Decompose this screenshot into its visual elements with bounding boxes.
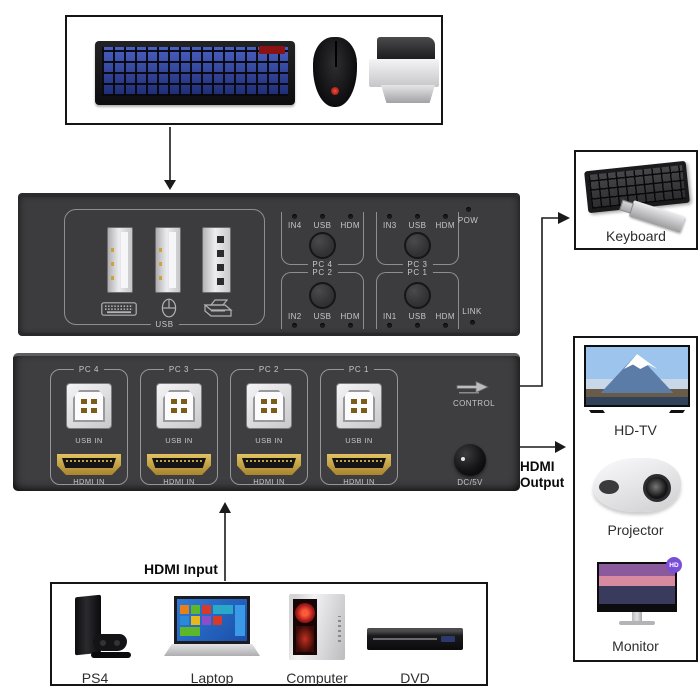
hdmi-port-pc3 bbox=[147, 454, 211, 475]
usb-b-port-pc3 bbox=[156, 383, 202, 429]
monitor-image: HD bbox=[597, 557, 682, 632]
projector-image bbox=[593, 458, 681, 512]
channel-pc2: PC 2 USB IN HDMI IN bbox=[230, 365, 308, 486]
arrow-hdmi-input bbox=[219, 502, 231, 581]
usb-a-port-keyboard bbox=[107, 227, 133, 293]
projector-lens bbox=[643, 474, 671, 502]
usb-console-section: USB bbox=[64, 209, 265, 329]
led-hdmi4 bbox=[347, 214, 353, 219]
kvm-switch-front-panel: PC 4 USB IN HDMI IN PC 3 USB IN HDMI IN … bbox=[13, 353, 520, 491]
laptop-image bbox=[164, 594, 260, 666]
usb-a-port-mouse bbox=[155, 227, 181, 293]
computer-label: Computer bbox=[286, 670, 348, 686]
dvd-label: DVD bbox=[400, 670, 430, 686]
select-button-pc3 bbox=[404, 232, 431, 259]
peripherals-box bbox=[65, 15, 443, 125]
led-usb3 bbox=[415, 214, 420, 219]
channel-pc1: PC 1 USB IN HDMI IN bbox=[320, 365, 398, 486]
source-box: PS4 Laptop Computer bbox=[50, 582, 488, 686]
pc1-label: PC 1 bbox=[402, 268, 433, 277]
usb-section-label: USB bbox=[150, 320, 179, 329]
led-in4 bbox=[292, 214, 298, 219]
usb-b-port-pc2 bbox=[246, 383, 292, 429]
keyboard-keys bbox=[102, 47, 288, 96]
select-button-pc4 bbox=[309, 232, 336, 259]
hdtv-label: HD-TV bbox=[614, 422, 657, 438]
panel-group-pc3: IN3 USB HDM PC 3 bbox=[376, 212, 459, 269]
keyboard-box: Keyboard bbox=[574, 150, 698, 250]
computer-item: Computer bbox=[275, 594, 359, 686]
hd-badge: HD bbox=[666, 557, 682, 573]
link-indicator: LINK bbox=[453, 307, 491, 325]
printer-icon bbox=[203, 299, 233, 317]
arrow-switch-to-keyboard-box bbox=[519, 212, 570, 387]
led-in2 bbox=[292, 323, 298, 328]
laptop-item: Laptop bbox=[164, 594, 260, 686]
pc3-label: PC 3 bbox=[402, 260, 433, 269]
ps4-item: PS4 bbox=[55, 594, 135, 686]
led-in1 bbox=[387, 323, 393, 328]
link-led bbox=[469, 320, 475, 325]
control-port: CONTROL bbox=[453, 380, 495, 408]
pc2-label: PC 2 bbox=[307, 268, 338, 277]
projector-label: Projector bbox=[607, 522, 664, 538]
dc-power-jack bbox=[454, 444, 486, 476]
power-led bbox=[465, 207, 471, 212]
monitor-label: Monitor bbox=[612, 638, 659, 654]
keyboard-icon bbox=[101, 302, 137, 316]
dc-label: DC/5V bbox=[457, 478, 483, 487]
dvd-item: DVD bbox=[367, 594, 463, 686]
usb-b-port-pc4 bbox=[66, 383, 112, 429]
hdmi-port-pc2 bbox=[237, 454, 301, 475]
mouse-icon bbox=[161, 298, 177, 318]
led-hdmi3 bbox=[442, 214, 448, 219]
channel-pc3: PC 3 USB IN HDMI IN bbox=[140, 365, 218, 486]
arrow-hdmi-output bbox=[519, 441, 566, 453]
control-arrow-icon bbox=[456, 380, 489, 394]
arrow-peripherals-to-switch bbox=[164, 127, 176, 190]
usb-port-printer bbox=[202, 227, 231, 293]
panel-group-pc1: PC 1 IN1 USB HDM bbox=[376, 268, 459, 329]
ps4-label: PS4 bbox=[81, 670, 109, 686]
dvd-player-image bbox=[367, 594, 463, 666]
ps4-image bbox=[55, 594, 135, 666]
power-indicator: POW bbox=[449, 207, 487, 225]
panel-group-pc2: PC 2 IN2 USB HDM bbox=[281, 268, 364, 329]
computer-image bbox=[275, 594, 359, 666]
panel-group-pc4: IN4 USB HDM PC 4 bbox=[281, 212, 364, 269]
hdmi-input-label: HDMI Input bbox=[144, 561, 218, 577]
display-box: HD-TV Projector HD Monitor bbox=[573, 336, 698, 662]
hdmi-port-pc4 bbox=[57, 454, 121, 475]
led-hdmi1 bbox=[442, 323, 448, 328]
led-usb1 bbox=[415, 323, 420, 328]
keyboard-box-label: Keyboard bbox=[606, 228, 666, 244]
led-usb4 bbox=[320, 214, 325, 219]
select-button-pc2 bbox=[309, 282, 336, 309]
led-hdmi2 bbox=[347, 323, 353, 328]
gaming-keyboard-image bbox=[95, 41, 295, 105]
printer-image bbox=[369, 37, 439, 105]
hdmi-output-label: HDMI Output bbox=[520, 459, 565, 490]
hdtv-image bbox=[584, 345, 690, 413]
pc4-label: PC 4 bbox=[307, 260, 338, 269]
led-in3 bbox=[387, 214, 393, 219]
laptop-label: Laptop bbox=[190, 670, 234, 686]
hdmi-port-pc1 bbox=[327, 454, 391, 475]
channel-pc4: PC 4 USB IN HDMI IN bbox=[50, 365, 128, 486]
select-button-pc1 bbox=[404, 282, 431, 309]
gaming-mouse-image bbox=[313, 37, 357, 107]
usb-b-port-pc1 bbox=[336, 383, 382, 429]
led-usb2 bbox=[320, 323, 325, 328]
kvm-switch-top-panel: USB IN4 USB HDM PC 4 IN3 USB HDM PC 3 PC… bbox=[18, 193, 520, 336]
keyboard-red-accent bbox=[259, 46, 285, 54]
